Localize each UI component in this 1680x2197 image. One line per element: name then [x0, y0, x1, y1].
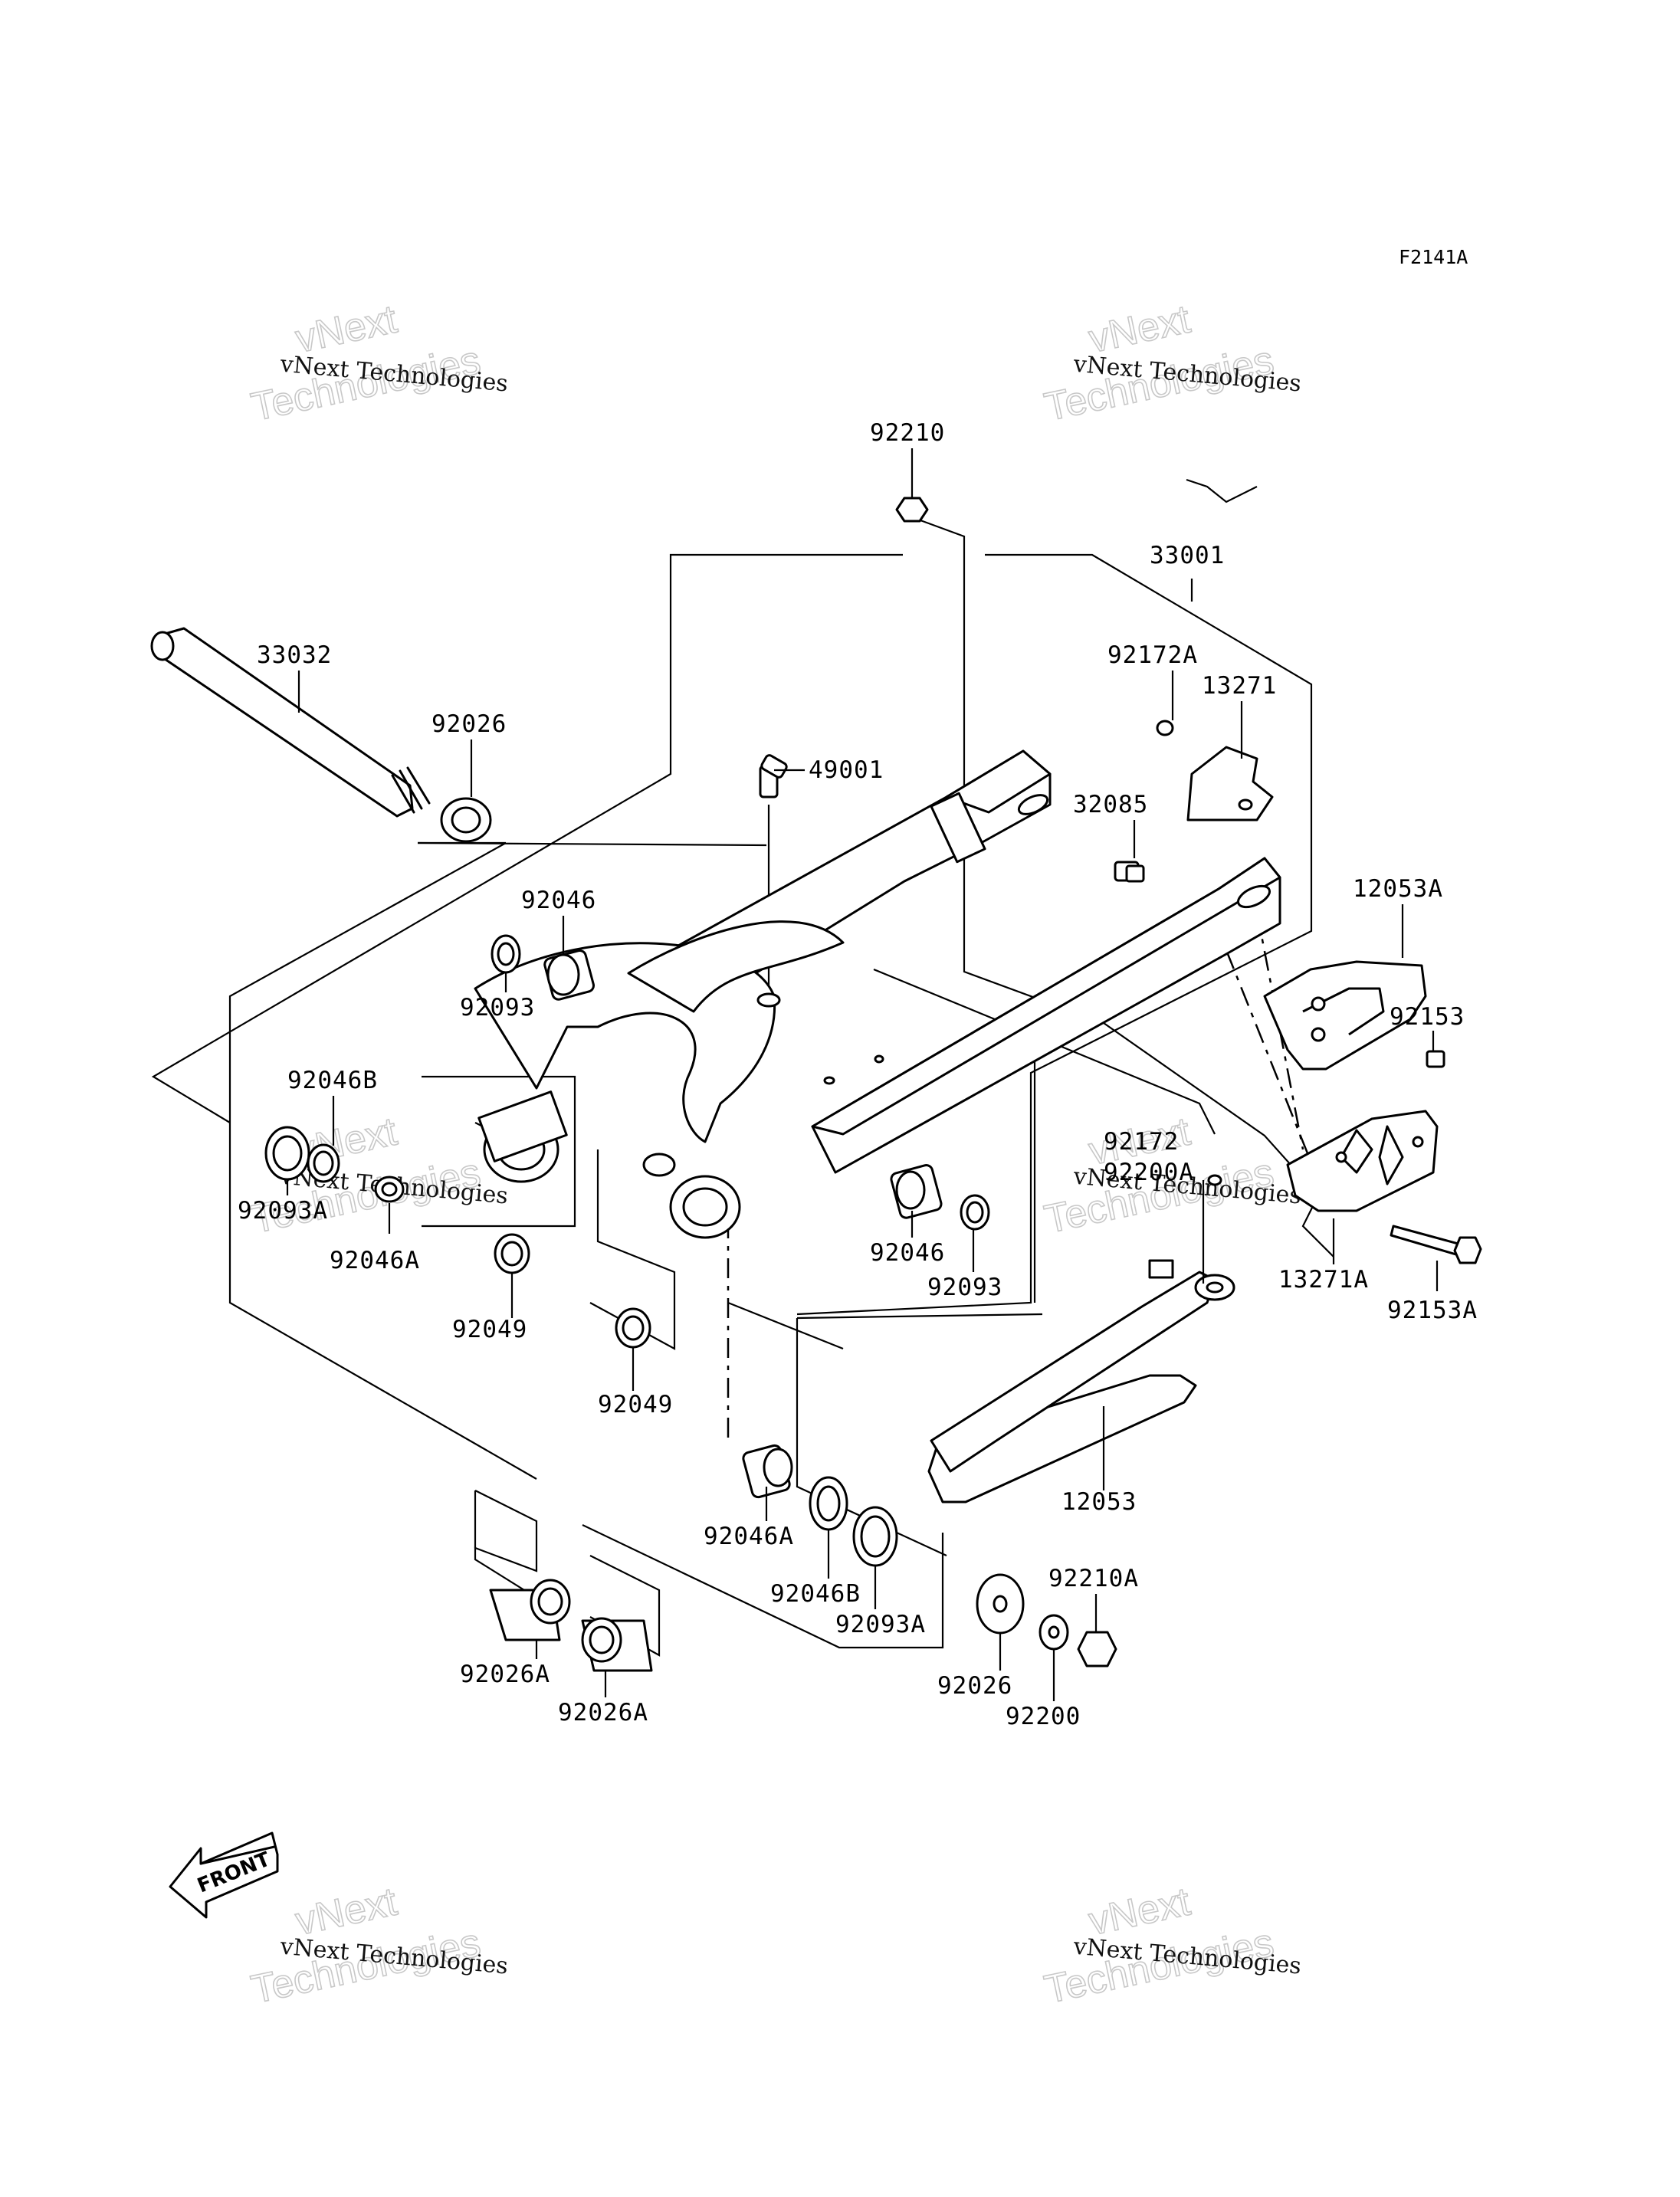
diagram-code: F2141A [1399, 246, 1468, 268]
label-92046B[interactable]: 92046B [287, 1067, 378, 1094]
chain-guide [1263, 960, 1439, 1212]
label-92026A[interactable]: 92026A [460, 1661, 550, 1688]
label-92172[interactable]: 92172 [1104, 1128, 1179, 1156]
washers-lower-right [976, 1573, 1117, 1667]
label-92093[interactable]: 92093 [460, 994, 535, 1021]
label-92026[interactable]: 92026 [431, 710, 507, 738]
label-12053A[interactable]: 12053A [1353, 875, 1443, 903]
watermark-outline-a: vNext [1085, 297, 1195, 361]
label-92046[interactable]: 92046 [870, 1239, 945, 1267]
chain-guide-bolts [1207, 1050, 1482, 1264]
label-92200A[interactable]: 92200A [1104, 1159, 1194, 1186]
label-92049[interactable]: 92049 [598, 1391, 673, 1418]
label-92026[interactable]: 92026 [937, 1672, 1012, 1700]
washer-92026-top [440, 797, 492, 843]
chain-slider [927, 1259, 1235, 1503]
label-92093[interactable]: 92093 [927, 1274, 1002, 1301]
label-92093A[interactable]: 92093A [238, 1197, 328, 1225]
label-49001[interactable]: 49001 [809, 756, 884, 784]
collars [489, 1579, 653, 1672]
label-92200[interactable]: 92200 [1006, 1703, 1081, 1730]
label-92210A[interactable]: 92210A [1048, 1565, 1139, 1592]
label-33001[interactable]: 33001 [1150, 542, 1225, 569]
front-arrow-icon: FRONT [169, 1831, 279, 1919]
chain-slider-plate [1156, 720, 1274, 821]
swingarm-body [474, 749, 1281, 1239]
watermark-outline-a: vNext [292, 1879, 402, 1943]
grease-fitting [759, 754, 788, 798]
label-92046A[interactable]: 92046A [704, 1523, 794, 1550]
label-92049[interactable]: 92049 [452, 1316, 527, 1343]
label-92172A[interactable]: 92172A [1107, 641, 1198, 669]
label-13271[interactable]: 13271 [1202, 672, 1277, 700]
label-92046B[interactable]: 92046B [770, 1580, 861, 1608]
label-12053[interactable]: 12053 [1061, 1488, 1137, 1516]
bolt-32085 [1114, 861, 1145, 883]
parts: FRONT [150, 497, 1482, 1919]
label-92093A[interactable]: 92093A [835, 1611, 926, 1638]
pivot-axle [150, 627, 431, 818]
label-92046A[interactable]: 92046A [330, 1247, 420, 1274]
leader-lines [286, 448, 1439, 1701]
part-labels: 92210 33001 33032 92026 92172A 13271 490… [238, 419, 1478, 1730]
label-13271A[interactable]: 13271A [1278, 1266, 1369, 1294]
label-92153[interactable]: 92153 [1390, 1003, 1465, 1031]
seal-set-left [264, 1126, 651, 1349]
label-92153A[interactable]: 92153A [1387, 1297, 1478, 1324]
label-92210[interactable]: 92210 [870, 419, 945, 447]
bearing-set-upper [491, 934, 595, 1001]
bearing-set-lower [742, 1444, 898, 1567]
bearing-set-mid [890, 1164, 990, 1231]
watermark-outline-a: vNext [1085, 1879, 1195, 1943]
watermark-outline-a: vNext [292, 297, 402, 361]
nut-92210 [895, 497, 929, 523]
label-92026A[interactable]: 92026A [558, 1699, 648, 1726]
label-32085[interactable]: 32085 [1073, 791, 1148, 818]
label-33032[interactable]: 33032 [257, 641, 332, 669]
label-92046[interactable]: 92046 [521, 887, 596, 914]
